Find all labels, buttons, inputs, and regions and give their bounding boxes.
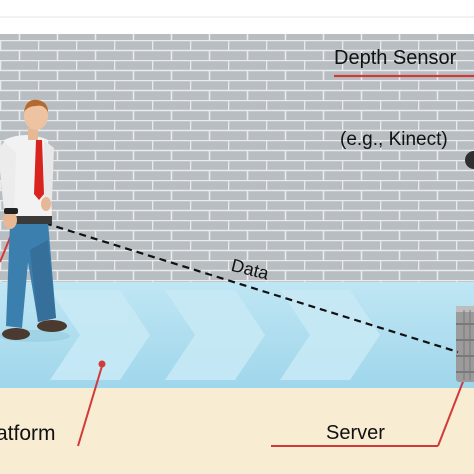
server-label: Server: [326, 422, 385, 444]
platform-label: atform: [0, 422, 56, 445]
ground: [0, 388, 474, 474]
person-walking-icon: [0, 99, 70, 342]
top-margin: [0, 0, 474, 36]
platform-leader-line: [77, 365, 103, 447]
platform-anchor-dot: [98, 360, 106, 368]
server-rack-icon: [456, 306, 474, 382]
brick-wall: [0, 34, 474, 284]
kinect-sensor-icon: [465, 151, 474, 169]
sensor-example-label: (e.g., Kinect): [340, 129, 448, 150]
walkway-chevrons: [50, 290, 380, 380]
depth-sensor-label: Depth Sensor: [334, 47, 457, 69]
data-link-line: [21, 214, 459, 354]
server-leader-line: [437, 373, 467, 447]
